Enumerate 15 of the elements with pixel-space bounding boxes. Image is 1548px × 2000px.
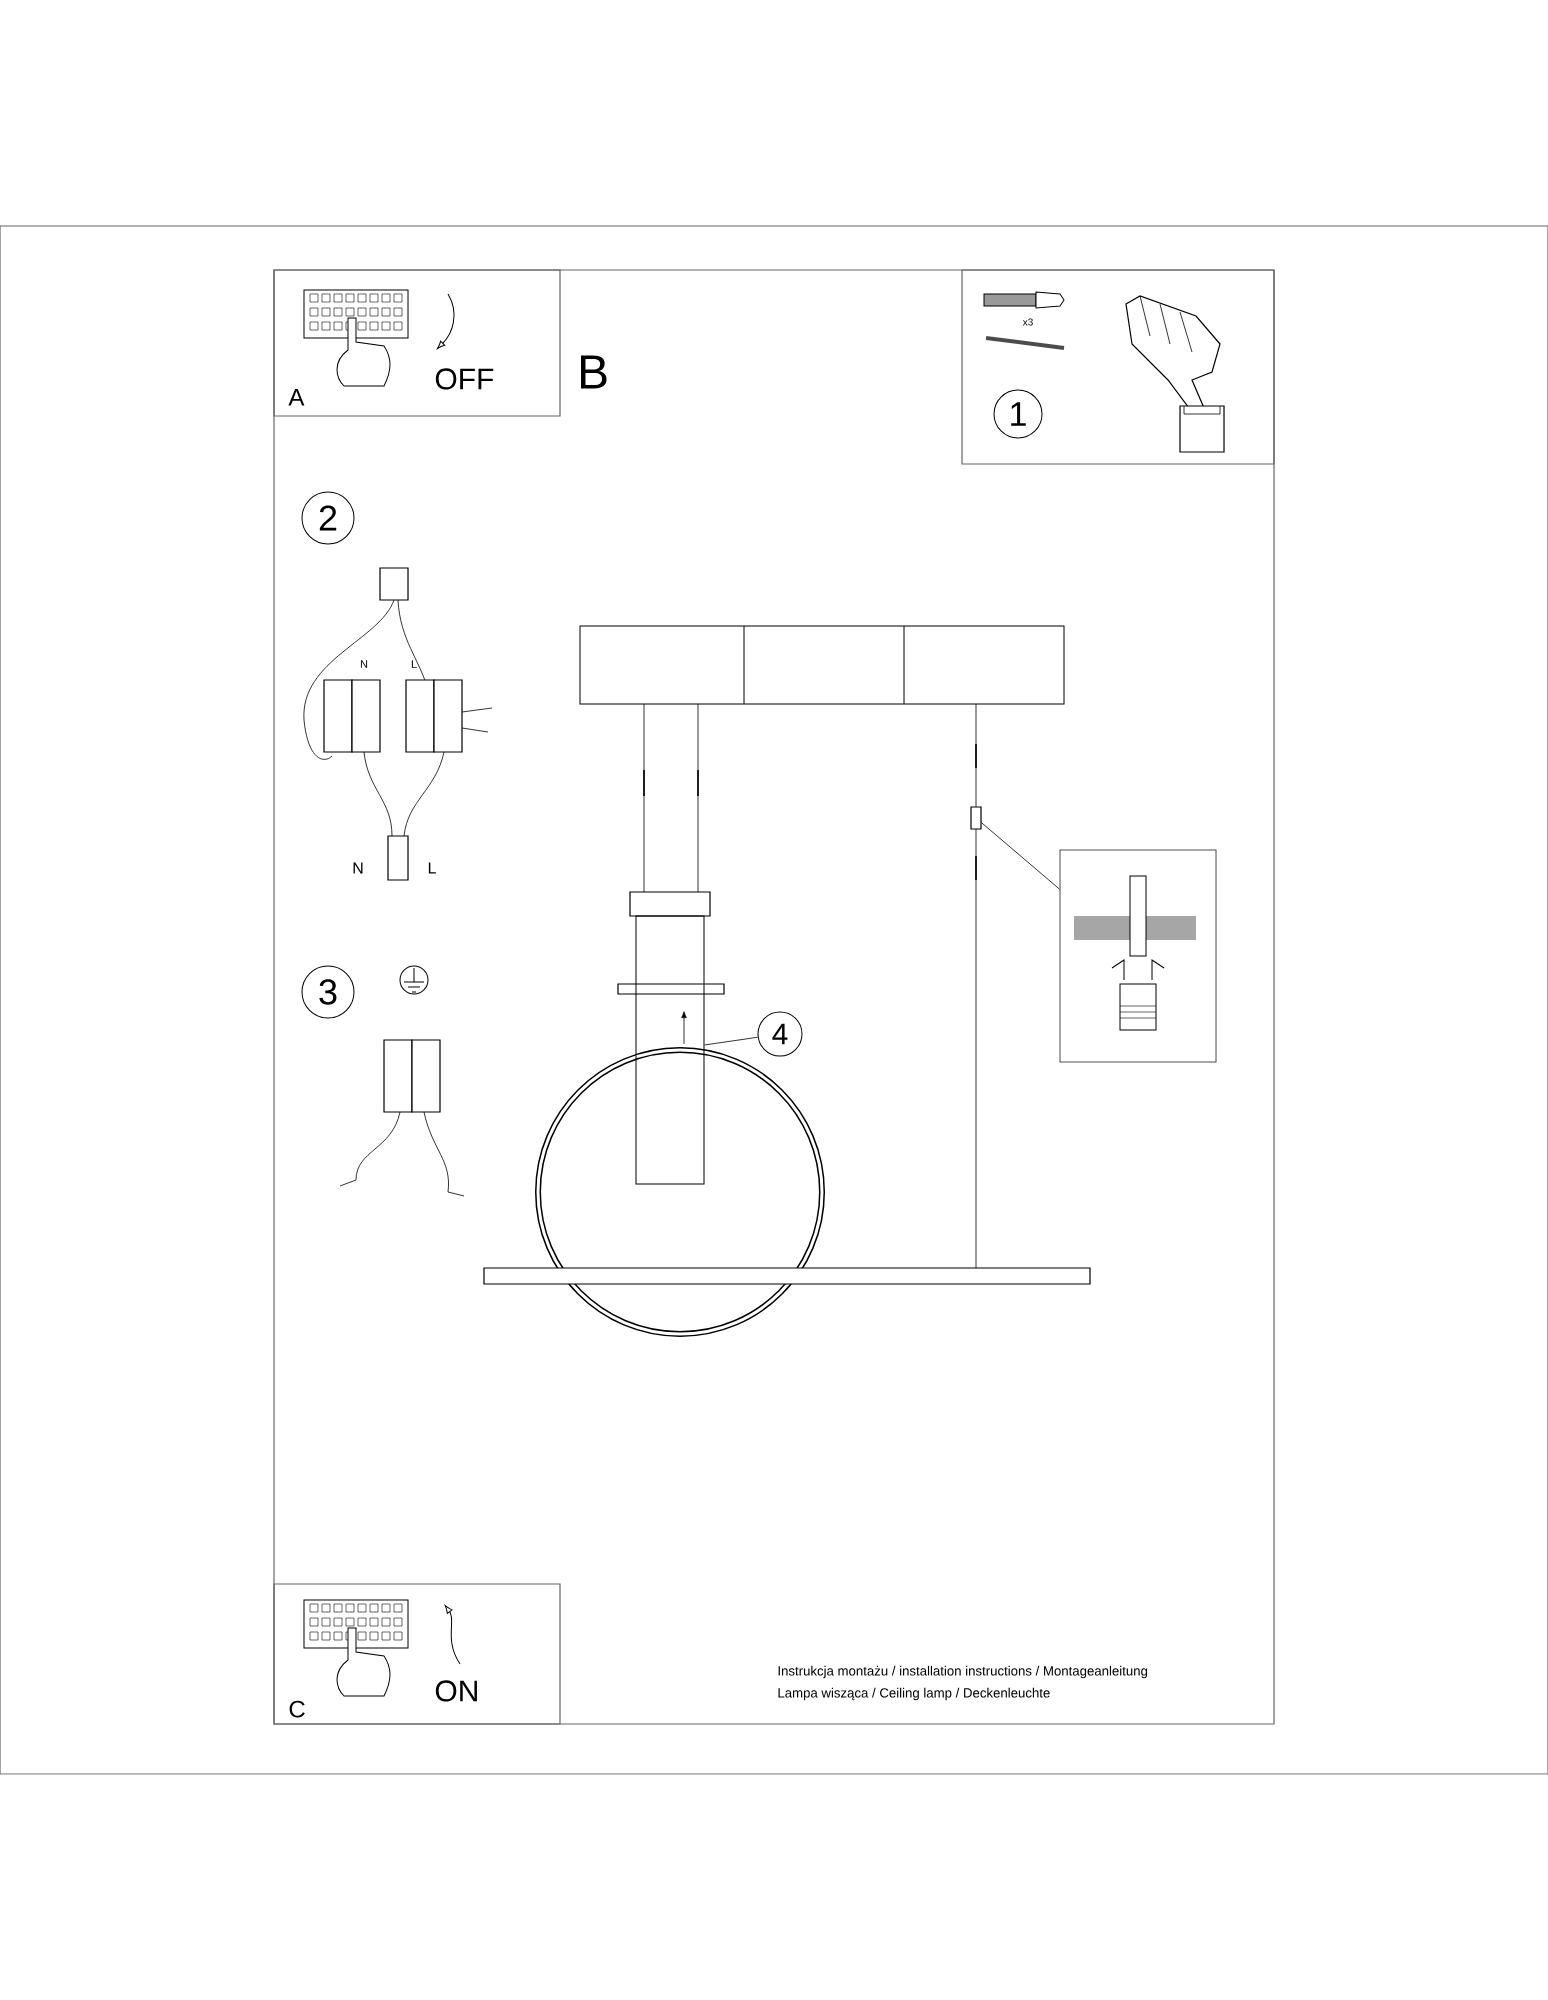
step-number: 3 (301, 965, 355, 1019)
callout-number: 4 (757, 1011, 803, 1057)
wire-label: N (353, 862, 363, 874)
step-letter: A (288, 389, 305, 406)
leader-line (981, 822, 1060, 890)
cable-grip (970, 806, 982, 830)
step-number: 2 (301, 491, 355, 545)
leader-line (704, 1036, 759, 1046)
switch-label: ON (435, 1680, 477, 1702)
lamp-tube (635, 915, 705, 1185)
step-number: 1 (993, 389, 1043, 439)
wire-label: L (428, 862, 436, 874)
switch-label: OFF (435, 368, 494, 390)
detail-inset (1059, 849, 1217, 1063)
step-letter: C (289, 1700, 305, 1718)
